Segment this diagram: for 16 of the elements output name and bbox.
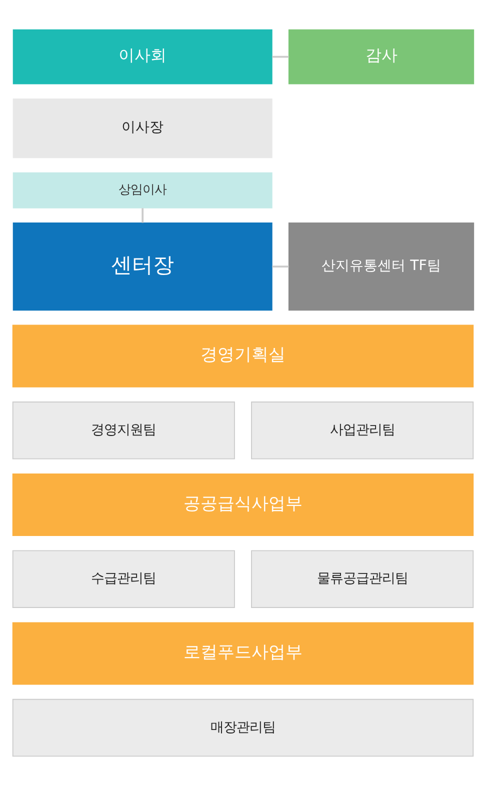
node-box: 공공급식사업부 (12, 474, 474, 536)
node-box: 물류공급관리팀 (251, 550, 474, 608)
node-box: 경영지원팀 (12, 402, 235, 460)
node-box: 상임이사 (12, 172, 272, 208)
node-box: 센터장 (12, 222, 272, 311)
node-box: 사업관리팀 (251, 402, 474, 460)
node-box: 산지유통센터 TF팀 (288, 222, 474, 311)
connector (142, 208, 144, 223)
connector (272, 266, 289, 268)
node-box: 감사 (288, 29, 474, 84)
node-box: 경영기획실 (12, 324, 474, 388)
node-box: 로컬푸드사업부 (12, 622, 474, 685)
node-box: 이사회 (12, 29, 272, 84)
node-box: 매장관리팀 (12, 698, 474, 757)
node-box: 수급관리팀 (12, 550, 235, 608)
connector (272, 56, 289, 58)
